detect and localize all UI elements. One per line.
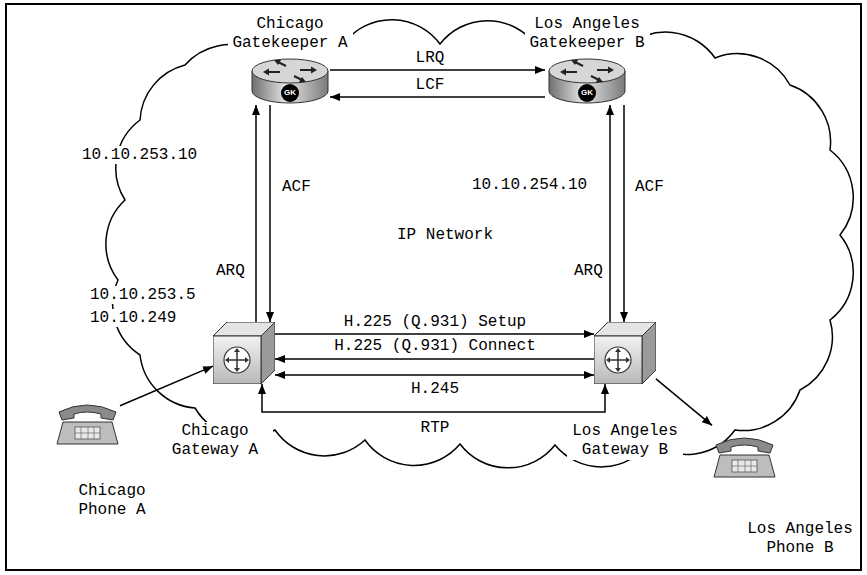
phone: Los Angeles Phone B	[712, 425, 777, 480]
signal-arrow	[330, 69, 545, 71]
ip-address: 10.10.249	[88, 309, 178, 327]
phone-icon	[714, 438, 775, 477]
signal-arrow	[255, 105, 257, 322]
message-label: ARQ	[214, 262, 247, 280]
message-label: RTP	[419, 419, 452, 437]
gateway-icon	[594, 322, 656, 384]
network-cloud	[106, 20, 853, 468]
message-label: H.245	[409, 380, 461, 398]
signal-arrow	[330, 96, 545, 98]
gateway: Chicago Gateway A	[213, 322, 275, 384]
gk-badge: GK	[578, 84, 596, 102]
signal-arrow	[120, 366, 213, 406]
phone: Chicago Phone A	[55, 392, 120, 447]
message-label: H.225 (Q.931) Connect	[332, 337, 538, 355]
device-name: Chicago Gateway A	[157, 422, 273, 460]
gk-badge: GK	[281, 84, 299, 102]
ip-address: 10.10.253.5	[88, 286, 198, 304]
signal-arrow	[269, 105, 271, 322]
router-icon	[252, 59, 328, 103]
signal-arrow	[656, 379, 712, 426]
device-name: Chicago Phone A	[54, 482, 170, 520]
ip-address: 10.10.254.10	[470, 176, 589, 194]
gateway-icon	[213, 322, 275, 384]
gateway-icon	[213, 322, 275, 384]
ip-address: 10.10.253.10	[80, 146, 199, 164]
device-name: Los Angeles Gatekeeper B	[525, 15, 650, 53]
signal-arrow	[275, 374, 594, 376]
message-label: ACF	[633, 178, 666, 196]
message-label: H.225 (Q.931) Setup	[342, 313, 528, 331]
message-label: ARQ	[572, 262, 605, 280]
phone-icon	[55, 392, 120, 447]
device-name: Los Angeles Phone B	[742, 520, 858, 558]
signal-arrow	[609, 105, 611, 322]
frame	[6, 4, 861, 570]
phone-icon	[57, 405, 118, 444]
signal-arrow	[275, 358, 594, 360]
network-label: IP Network	[395, 226, 495, 244]
signal-arrow	[275, 333, 594, 335]
message-label: LRQ	[414, 49, 447, 67]
gatekeeper: Chicago Gatekeeper AGK	[250, 57, 330, 105]
gateway-icon	[594, 322, 656, 384]
router-icon	[549, 59, 625, 103]
gatekeeper: Los Angeles Gatekeeper BGK	[545, 57, 629, 105]
message-label: ACF	[280, 178, 313, 196]
phone-icon	[712, 425, 777, 480]
device-name: Los Angeles Gateway B	[567, 422, 683, 460]
signal-arrow	[623, 105, 625, 322]
device-name: Chicago Gatekeeper A	[228, 15, 353, 53]
message-label: LCF	[414, 76, 447, 94]
gateway: Los Angeles Gateway B	[594, 322, 656, 384]
